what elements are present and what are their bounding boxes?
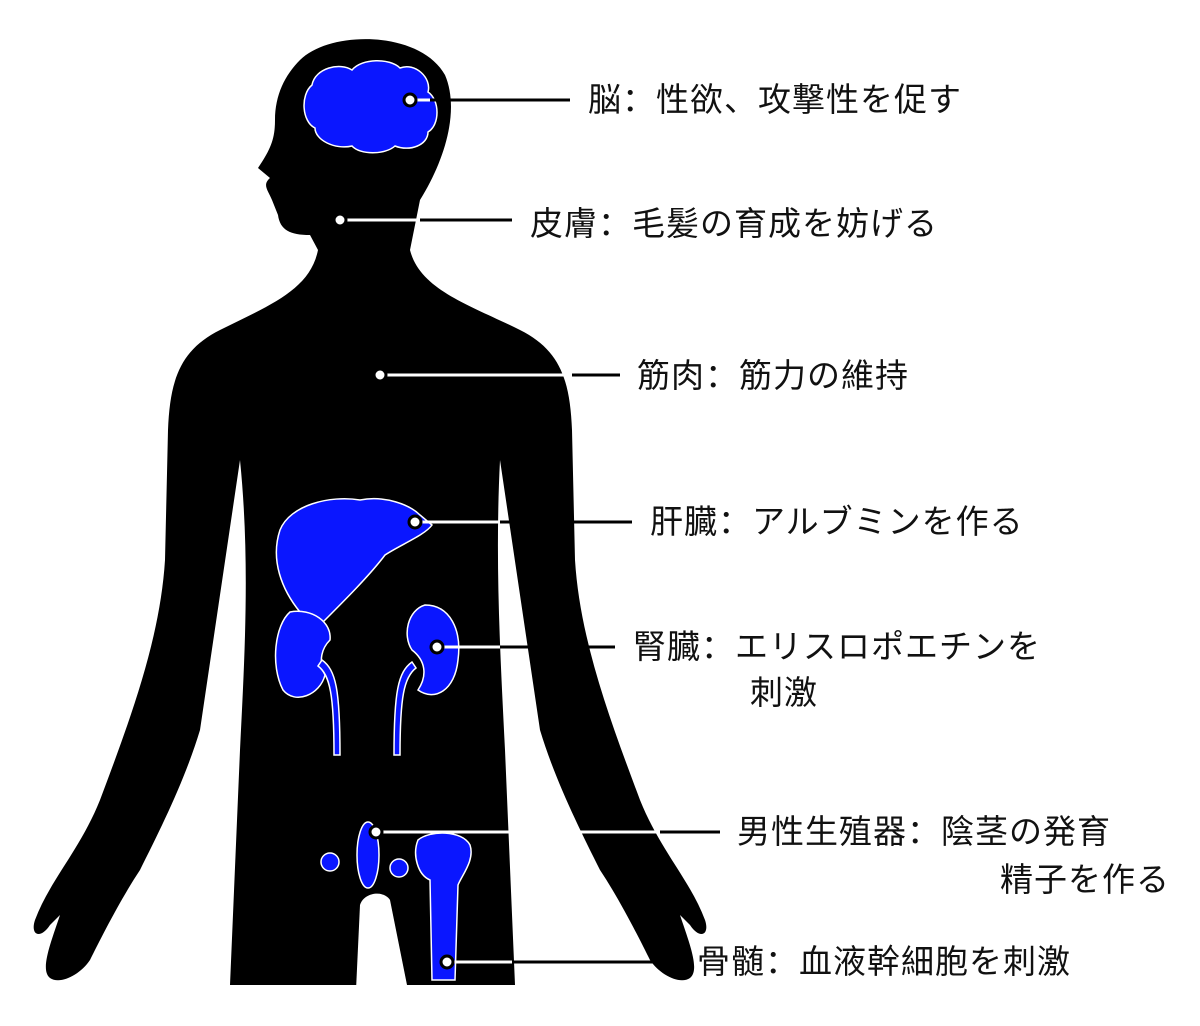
liver-organ [275, 497, 434, 626]
liver-label: 肝臓：アルブミンを作る [650, 502, 1024, 541]
skin-pointer-dot [332, 212, 348, 228]
right-ureter [393, 660, 418, 756]
marrow-pointer-dot [439, 954, 455, 970]
left-testis-organ [320, 852, 340, 872]
liver-pointer-dot [407, 514, 423, 530]
muscle-label: 筋肉：筋力の維持 [637, 356, 909, 395]
muscle-pointer-dot [372, 367, 388, 383]
genital-pointer-dot [368, 824, 384, 840]
leg-gap [356, 893, 408, 990]
skin-label: 皮膚：毛髪の育成を妨げる [530, 204, 938, 243]
kidney-pointer-dot [429, 639, 445, 655]
left-ureter [316, 658, 341, 756]
brain-pointer-dot [402, 92, 418, 108]
brain-organ [303, 60, 438, 154]
brain-label: 脳：性欲、攻撃性を促す [588, 80, 962, 119]
genital-label-line1: 男性生殖器：陰茎の発育 [737, 812, 1111, 851]
kidney-label-line1: 腎臓：エリスロポエチンを [633, 627, 1041, 666]
marrow-label: 骨髄：血液幹細胞を刺激 [697, 942, 1071, 981]
right-testis-organ [389, 858, 409, 878]
genital-label-line2: 精子を作る [1000, 860, 1170, 899]
kidney-label-line2: 刺激 [750, 673, 818, 712]
